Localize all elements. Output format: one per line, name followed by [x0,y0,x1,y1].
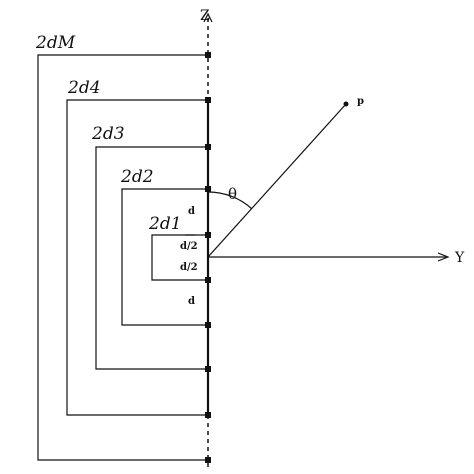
bracket-2d4 [66,99,208,416]
element-marker [205,97,211,103]
element-marker [205,322,211,328]
y-axis-arrowhead [437,252,450,262]
element-marker [205,366,211,372]
y-axis-label: Y [454,250,465,266]
bracket-2d3 [95,146,208,370]
element-marker [205,52,211,58]
bracket-2dM [37,54,208,461]
theta-arc [207,191,253,210]
spacing-label-half-upper: d/2 [180,241,198,252]
point-p-label: p [357,96,364,107]
spacing-label-half-lower: d/2 [180,262,198,273]
point-p-marker [343,101,349,107]
z-axis-arrowhead [203,12,213,23]
bracket-label-2dM: 2dM [35,33,76,53]
element-marker [205,186,211,192]
bracket-2d2 [121,188,208,326]
theta-label: θ [228,185,237,203]
spacing-label-d-lower: d [188,296,195,307]
bracket-label-2d2: 2d2 [120,167,154,187]
element-marker [205,232,211,238]
observation-line [207,103,347,258]
element-marker [205,457,211,463]
bracket-label-2d3: 2d3 [91,124,125,144]
element-marker [205,144,211,150]
element-marker [205,412,211,418]
bracket-label-2d1: 2d1 [148,214,182,234]
element-marker [205,277,211,283]
z-axis-label: Z [200,8,210,24]
spacing-label-d-upper: d [188,206,195,217]
bracket-2d1 [151,234,208,281]
bracket-label-2d4: 2d4 [67,78,101,98]
